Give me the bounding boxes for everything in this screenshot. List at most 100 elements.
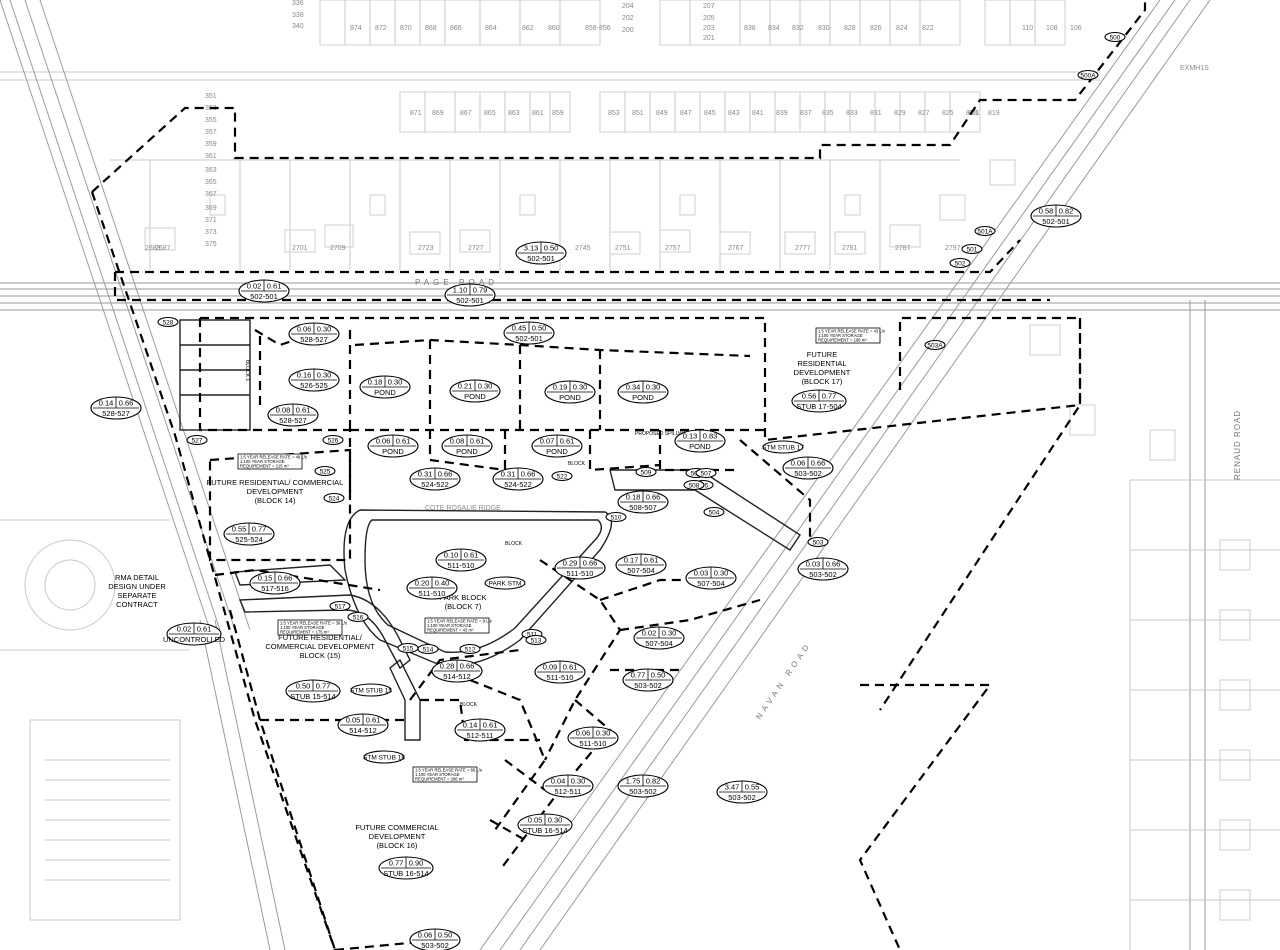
stm-tag-label: STM STUB 17 bbox=[762, 444, 804, 451]
node-label: 503A bbox=[927, 342, 943, 349]
house-number: 863 bbox=[508, 110, 520, 117]
node-label: 504 bbox=[709, 509, 720, 516]
house-number: 365 bbox=[205, 179, 217, 186]
house-number: 202 bbox=[622, 15, 634, 22]
area-label-line: FUTURE RESIDENTIAL/ bbox=[278, 633, 363, 642]
drainage-area-value: 0.17 bbox=[624, 556, 639, 565]
node-label: 508 bbox=[689, 482, 700, 489]
house-number: 367 bbox=[205, 191, 217, 198]
navan-road-label: NAVAN ROAD bbox=[754, 640, 813, 721]
drainage-reach-label: POND bbox=[546, 447, 568, 456]
area-label-line: DEVELOPMENT bbox=[369, 832, 426, 841]
house-number: 359 bbox=[205, 141, 217, 148]
area-label-line: FUTURE bbox=[807, 350, 837, 359]
runoff-coefficient: 0.90 bbox=[409, 859, 424, 868]
house-number: 2745 bbox=[575, 245, 591, 252]
node-label: 501 bbox=[967, 246, 978, 253]
road-labels: PAGE ROAD NAVAN ROAD RENAUD ROAD COTE RO… bbox=[415, 278, 1242, 721]
drainage-reach-label: 502-501 bbox=[1042, 217, 1070, 226]
area-label-line: FUTURE COMMERCIAL bbox=[355, 823, 438, 832]
drainage-reach-label: 503-502 bbox=[728, 793, 756, 802]
runoff-coefficient: 0.61 bbox=[644, 556, 659, 565]
house-number: 357 bbox=[205, 129, 217, 136]
area-label-line: (BLOCK 7) bbox=[445, 602, 482, 611]
drainage-area-value: 0.05 bbox=[346, 716, 361, 725]
storage-note-line: 1:100 YEAR STORAGE bbox=[427, 623, 472, 628]
drainage-area-value: 0.14 bbox=[99, 399, 114, 408]
drainage-reach-label: POND bbox=[464, 392, 486, 401]
drainage-reach-label: 511-510 bbox=[567, 569, 594, 578]
runoff-coefficient: 0.61 bbox=[197, 625, 212, 634]
house-number: 2709 bbox=[330, 245, 346, 252]
house-number: 2787 bbox=[895, 245, 911, 252]
node-label: 507 bbox=[701, 470, 712, 477]
house-number: 834 bbox=[768, 25, 780, 32]
drainage-area-value: 1.75 bbox=[626, 777, 641, 786]
node-label: 509 bbox=[641, 469, 652, 476]
drainage-reach-label: 508-507 bbox=[629, 503, 657, 512]
drainage-area-value: 1.10 bbox=[453, 286, 468, 295]
drainage-reach-label: 511-510 bbox=[448, 561, 475, 570]
runoff-coefficient: 0.50 bbox=[544, 244, 559, 253]
drainage-reach-label: 525-524 bbox=[235, 535, 263, 544]
storage-note-line: 1:5 YEAR RELEASE RATE = 9 L/s bbox=[427, 619, 492, 624]
house-number: 204 bbox=[622, 3, 634, 10]
node-528: 528 bbox=[157, 316, 179, 328]
house-number: 832 bbox=[792, 25, 804, 32]
house-number: 375 bbox=[205, 241, 217, 248]
drainage-reach-label: 511-510 bbox=[547, 673, 574, 682]
runoff-coefficient: 0.61 bbox=[470, 437, 485, 446]
drainage-area-value: 0.09 bbox=[543, 663, 558, 672]
node-500: 500 bbox=[1104, 31, 1126, 43]
storage-note-n4: 1:5 YEAR RELEASE RATE = 9 L/s1:100 YEAR … bbox=[424, 617, 492, 634]
house-number: 835 bbox=[822, 110, 834, 117]
drainage-reach-label: STUB 16-514 bbox=[522, 826, 567, 835]
node-label: 528 bbox=[163, 319, 174, 326]
house-number: 825 bbox=[942, 110, 954, 117]
drainage-reach-label: POND bbox=[632, 393, 654, 402]
node-525: 525 bbox=[314, 465, 336, 477]
house-number: 2701 bbox=[292, 245, 308, 252]
house-number: 2797 bbox=[945, 245, 961, 252]
house-number: 839 bbox=[776, 110, 788, 117]
house-number: 203 bbox=[703, 25, 715, 32]
drainage-reach-label: 511-510 bbox=[580, 739, 607, 748]
node-513: 513 bbox=[525, 634, 547, 646]
storage-notes: 1:5 YEAR RELEASE RATE = 48 L/s1:100 YEAR… bbox=[237, 327, 885, 783]
storage-note-line: REQUIREMENT = 196 m³ bbox=[818, 338, 867, 343]
drainage-reach-label: STUB 17-504 bbox=[796, 402, 841, 411]
stm-tag-label: STM STUB 15 bbox=[350, 687, 392, 694]
node-512: 512 bbox=[459, 643, 481, 655]
node-label: 510 bbox=[611, 514, 622, 521]
runoff-coefficient: 0.30 bbox=[571, 777, 586, 786]
house-number: 207 bbox=[703, 3, 715, 10]
runoff-coefficient: 0.66 bbox=[278, 574, 293, 583]
drainage-area-value: 0.34 bbox=[626, 383, 641, 392]
house-number: 821 bbox=[968, 110, 980, 117]
runoff-coefficient: 0.66 bbox=[438, 470, 453, 479]
node-503A: 503A bbox=[924, 339, 946, 351]
house-number: 874 bbox=[350, 25, 362, 32]
runoff-coefficient: 0.77 bbox=[822, 392, 837, 401]
drainage-reach-label: UNCONTROLLED bbox=[163, 635, 226, 644]
drainage-area-value: 0.02 bbox=[177, 625, 192, 634]
area-label-block15: FUTURE RESIDENTIAL/COMMERCIAL DEVELOPMEN… bbox=[265, 633, 375, 660]
runoff-coefficient: 0.55 bbox=[745, 783, 760, 792]
node-500A: 500A bbox=[1077, 69, 1099, 81]
area-label-line: DESIGN UNDER bbox=[108, 582, 166, 591]
house-number: 110 bbox=[1022, 25, 1033, 32]
house-number: 355 bbox=[205, 117, 217, 124]
drainage-reach-label: 503-502 bbox=[794, 469, 822, 478]
house-number: 841 bbox=[752, 110, 764, 117]
house-number: 859 bbox=[552, 110, 564, 117]
